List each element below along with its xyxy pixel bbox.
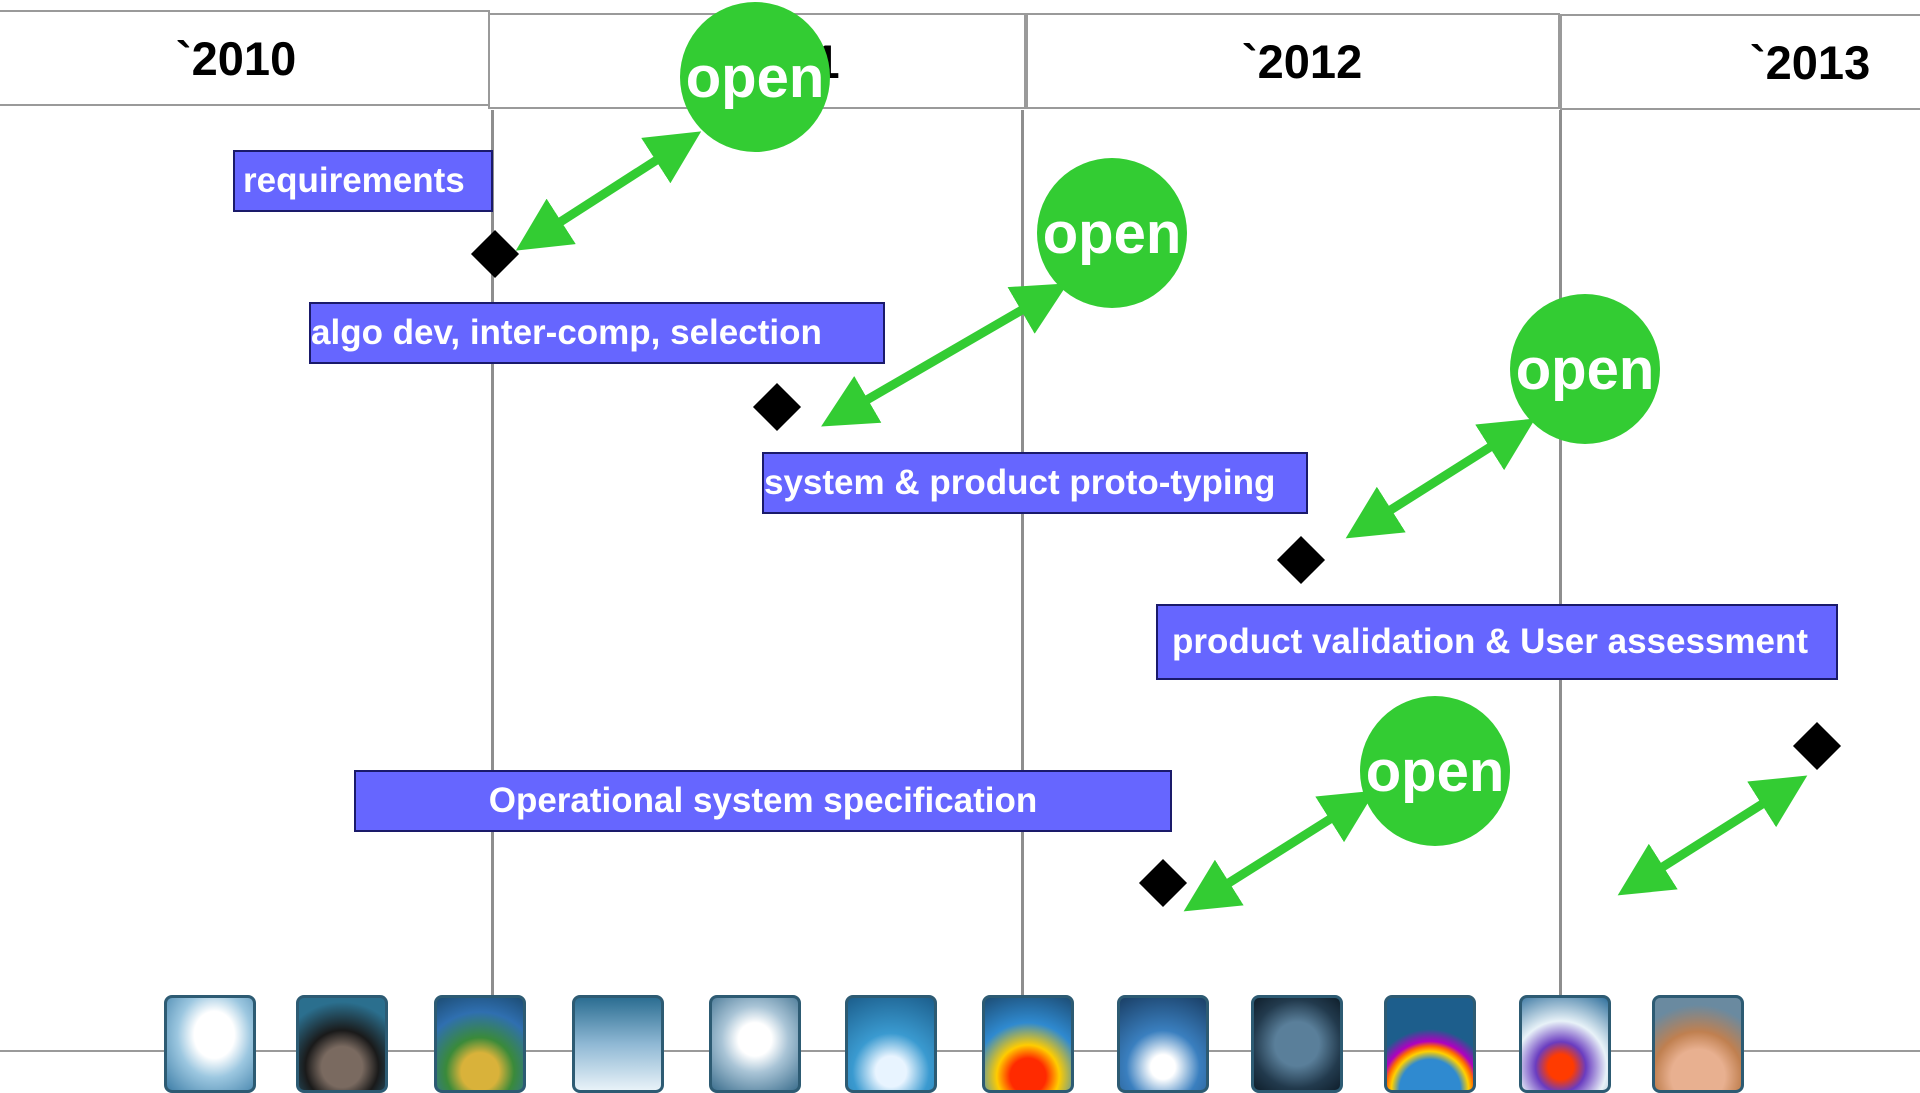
phase-label: system & product proto-typing: [764, 463, 1276, 502]
ocean-colour-icon: [845, 995, 937, 1093]
phase-label: algo dev, inter-comp, selection: [311, 313, 822, 352]
land-cover-icon: [434, 995, 526, 1093]
year-divider-2011: [491, 110, 494, 1065]
phase-requirements: requirements: [233, 150, 493, 212]
ice-sheet-icon: [164, 995, 256, 1093]
sea-ice-icon: [709, 995, 801, 1093]
sea-surface-temperature-icon: [982, 995, 1074, 1093]
ghg-icon: [1519, 995, 1611, 1093]
year-header-2012: `2012: [1026, 13, 1560, 109]
phase-prototyping: system & product proto-typing: [762, 452, 1308, 514]
open-label: open: [1042, 200, 1182, 266]
review-arrow: [1617, 775, 1808, 896]
phase-algo-dev: algo dev, inter-comp, selection: [309, 302, 885, 364]
sea-level-icon: [1117, 995, 1209, 1093]
open-label: open: [685, 44, 825, 110]
open-review-circle: open: [1037, 158, 1187, 308]
year-label: `2010: [176, 31, 297, 85]
year-divider-2012: [1021, 110, 1024, 1065]
year-header-2013: `2013: [1560, 14, 1920, 110]
open-review-circle: open: [1360, 696, 1510, 846]
glacier-icon: [1652, 995, 1744, 1093]
baseline: [0, 1050, 1920, 1052]
year-label: `2012: [1242, 34, 1363, 88]
review-arrow: [1183, 790, 1376, 912]
cloud-icon: [572, 995, 664, 1093]
phase-validation: product validation & User assessment: [1156, 604, 1838, 680]
review-arrow: [515, 131, 702, 251]
open-review-circle: open: [680, 2, 830, 152]
ozone-icon: [1251, 995, 1343, 1093]
phase-label: requirements: [243, 161, 465, 200]
fire-icon: [296, 995, 388, 1093]
review-arrow: [821, 283, 1068, 427]
phase-label: Operational system specification: [488, 781, 1038, 820]
open-label: open: [1515, 336, 1655, 402]
review-arrow: [1345, 418, 1536, 539]
year-label: `2013: [1750, 35, 1871, 89]
year-header-2010: `2010: [0, 10, 490, 106]
phase-label: product validation & User assessment: [1172, 622, 1809, 661]
open-review-circle: open: [1510, 294, 1660, 444]
year-divider-2013: [1559, 110, 1562, 1065]
phase-ops-spec: Operational system specification: [354, 770, 1172, 832]
aerosol-icon: [1384, 995, 1476, 1093]
open-label: open: [1365, 738, 1505, 804]
